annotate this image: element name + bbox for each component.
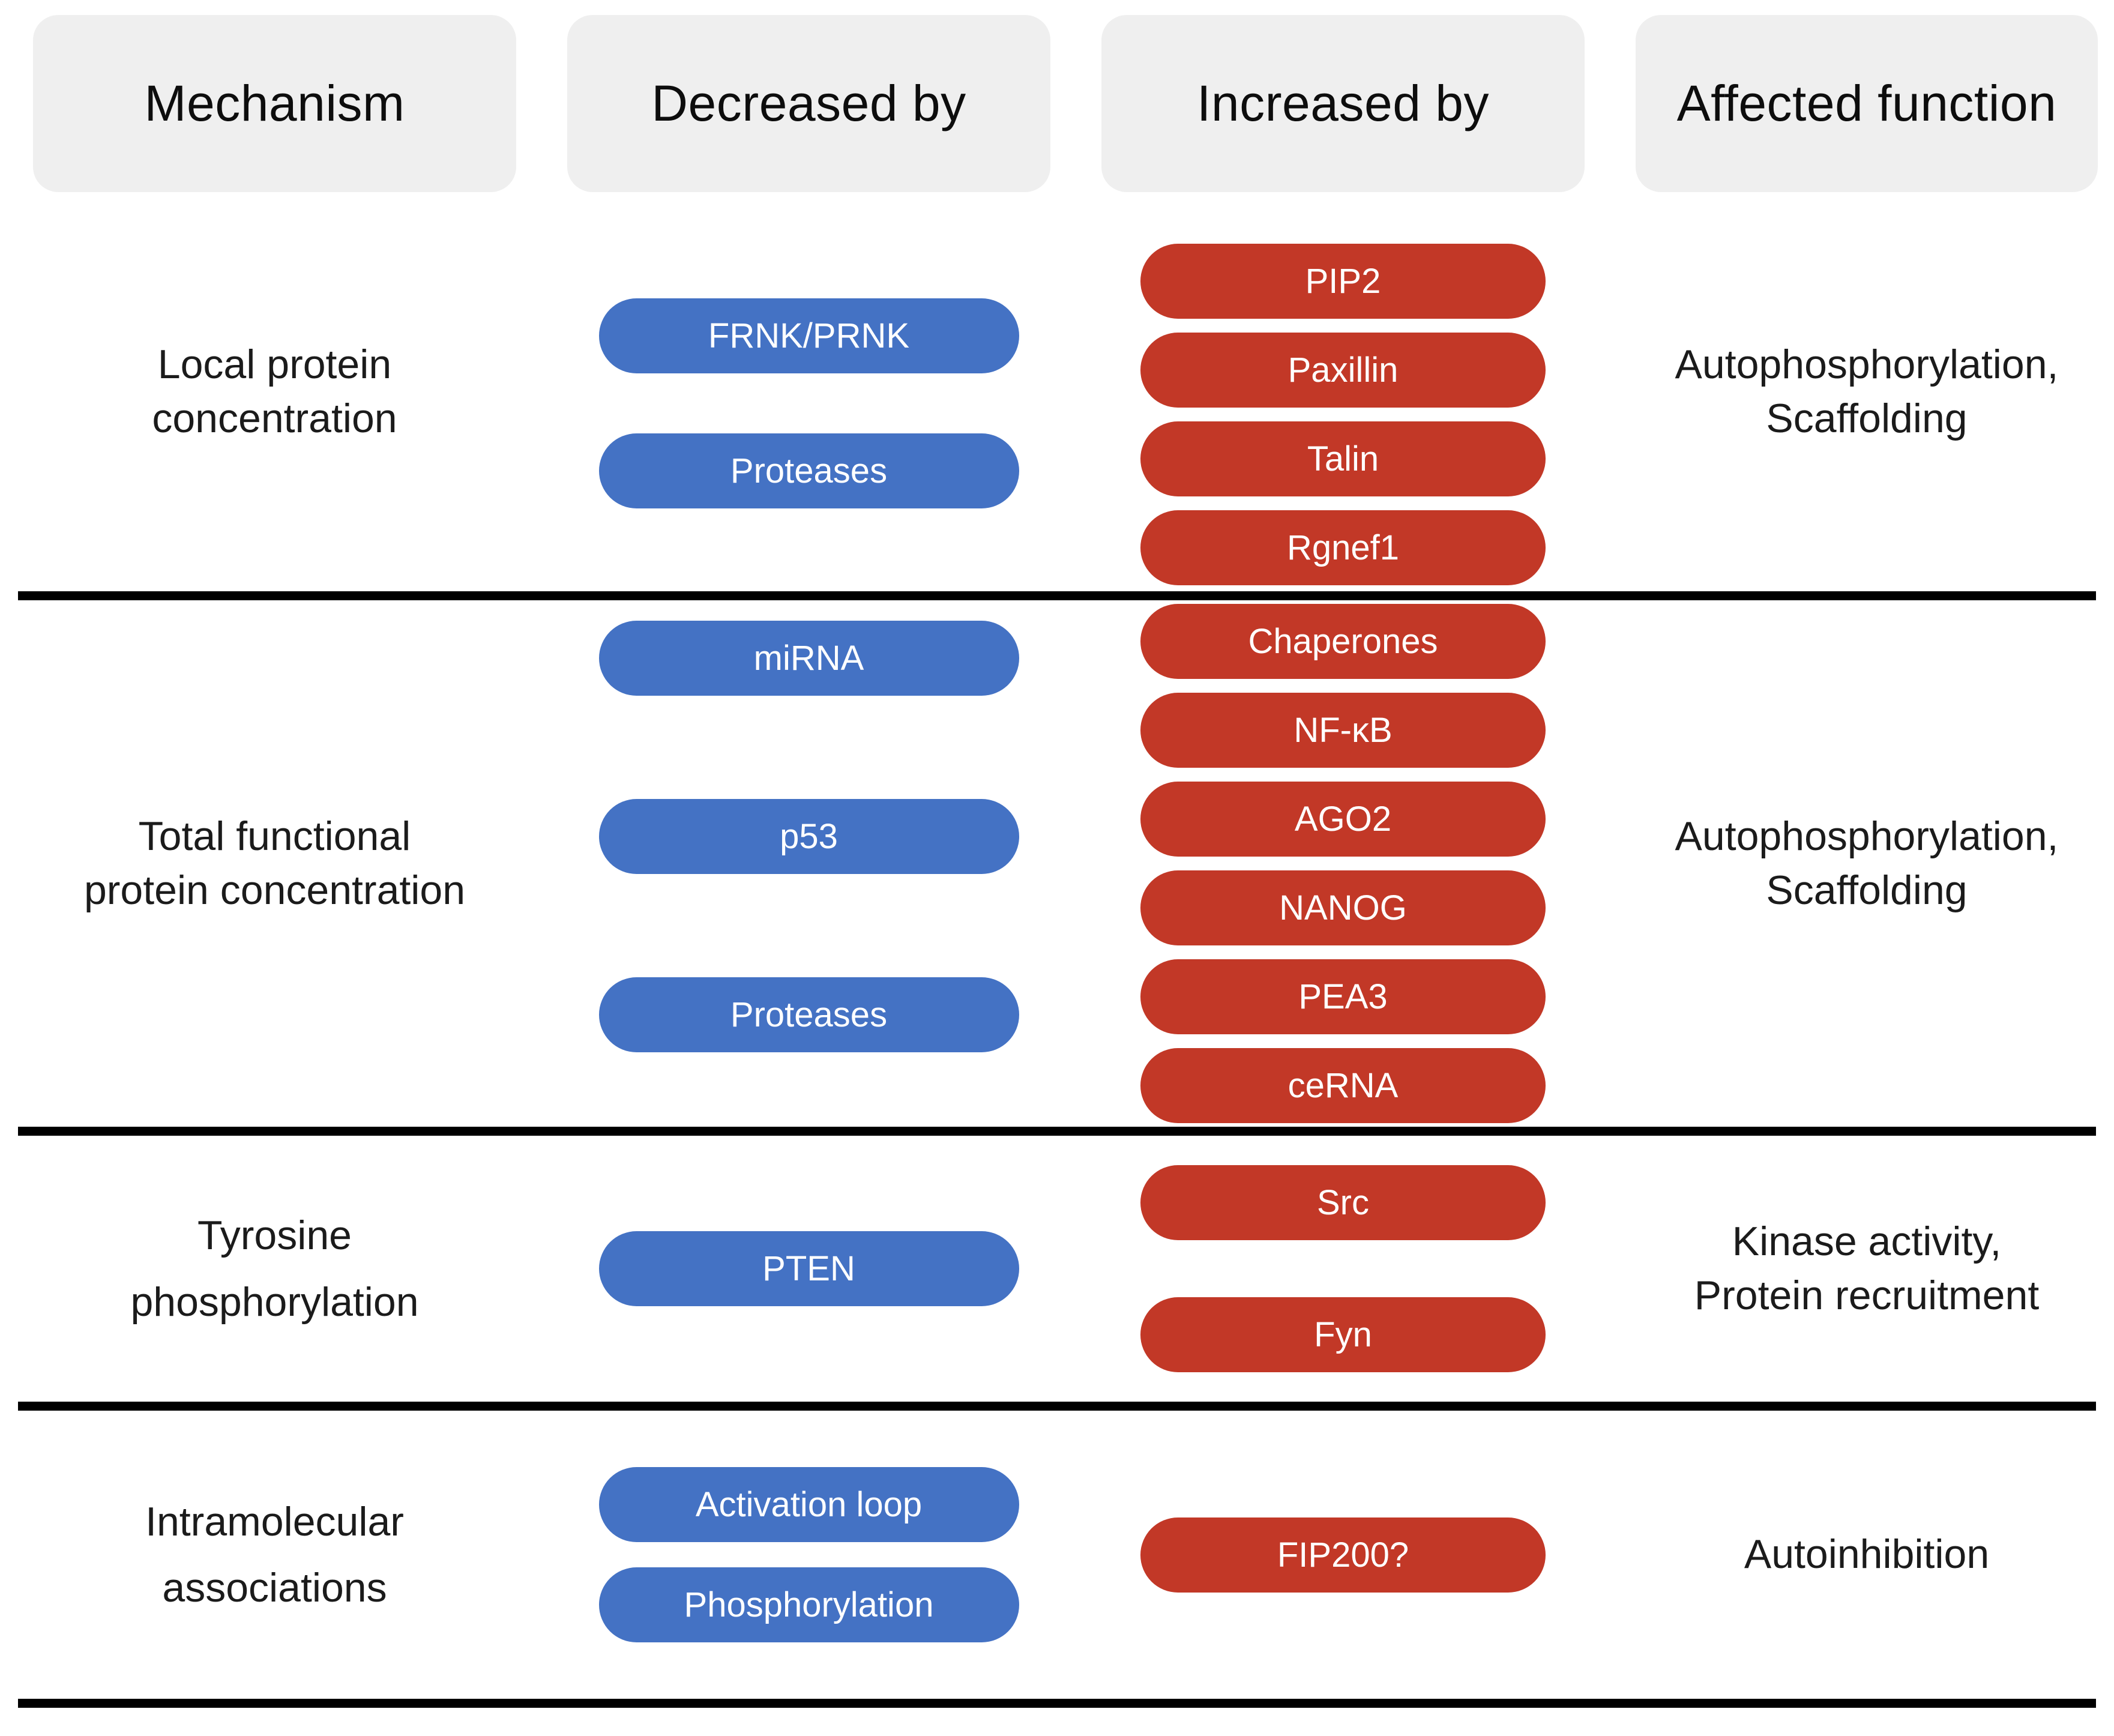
table-row-tyrosine-phosphorylation: Tyrosine phosphorylation PTEN Src Fyn Ki… (0, 1136, 2114, 1402)
affected-function-label: Kinase activity, Protein recruitment (1694, 1215, 2039, 1323)
header-mechanism: Mechanism (33, 15, 516, 192)
increased-by-cell: FIP200? (1101, 1411, 1585, 1699)
affected-function-line: Scaffolding (1766, 867, 1968, 913)
mechanism-label: Total functional protein concentration (84, 810, 465, 918)
row-divider (18, 591, 2096, 600)
increased-by-pill: ceRNA (1140, 1048, 1546, 1123)
affected-function-cell: Kinase activity, Protein recruitment (1636, 1136, 2098, 1402)
table-row-local-protein-concentration: Local protein concentration FRNK/PRNK Pr… (0, 192, 2114, 591)
mechanism-label-line: Total functional (138, 813, 411, 859)
increased-by-pill: Rgnef1 (1140, 510, 1546, 585)
increased-by-pill: PEA3 (1140, 959, 1546, 1034)
mechanism-cell: Total functional protein concentration (33, 600, 516, 1127)
header-decreased-by: Decreased by (567, 15, 1050, 192)
row-divider (18, 1699, 2096, 1708)
mechanism-label-line: associations (162, 1565, 387, 1611)
affected-function-line: Scaffolding (1766, 395, 1968, 441)
header-increased-by: Increased by (1101, 15, 1585, 192)
header-affected-function: Affected function (1636, 15, 2098, 192)
affected-function-line: Autophosphorylation, (1675, 341, 2059, 387)
increased-by-pill: FIP200? (1140, 1517, 1546, 1593)
decreased-by-pill: FRNK/PRNK (598, 298, 1019, 373)
row-divider (18, 1402, 2096, 1411)
table-row-intramolecular-associations: Intramolecular associations Activation l… (0, 1411, 2114, 1699)
mechanism-label-line: Intramolecular (145, 1498, 404, 1545)
increased-by-cell: Chaperones NF-κB AGO2 NANOG PEA3 ceRNA (1101, 600, 1585, 1127)
table-row-total-functional-protein-concentration: Total functional protein concentration m… (0, 600, 2114, 1127)
affected-function-cell: Autophosphorylation, Scaffolding (1636, 600, 2098, 1127)
mechanism-cell: Tyrosine phosphorylation (33, 1136, 516, 1402)
affected-function-line: Kinase activity, (1732, 1218, 2002, 1264)
increased-by-pill: NANOG (1140, 870, 1546, 945)
decreased-by-cell: PTEN (567, 1136, 1050, 1402)
decreased-by-cell: miRNA p53 Proteases (567, 600, 1050, 1127)
mechanism-label: Intramolecular associations (145, 1489, 404, 1621)
mechanism-label: Tyrosine phosphorylation (130, 1202, 418, 1334)
table-header-row: Mechanism Decreased by Increased by Affe… (0, 15, 2114, 192)
decreased-by-cell: Activation loop Phosphorylation (567, 1411, 1050, 1699)
affected-function-label: Autoinhibition (1744, 1528, 1989, 1582)
decreased-by-pill: Proteases (598, 433, 1019, 508)
increased-by-pill: Talin (1140, 421, 1546, 496)
increased-by-cell: Src Fyn (1101, 1136, 1585, 1402)
decreased-by-pill: PTEN (598, 1231, 1019, 1306)
decreased-by-pill: p53 (598, 799, 1019, 874)
mechanism-label-line: Local protein (157, 341, 392, 387)
affected-function-cell: Autoinhibition (1636, 1411, 2098, 1699)
decreased-by-pill: Phosphorylation (598, 1567, 1019, 1642)
increased-by-pill: Paxillin (1140, 332, 1546, 408)
affected-function-label: Autophosphorylation, Scaffolding (1675, 338, 2059, 446)
decreased-by-cell: FRNK/PRNK Proteases (567, 192, 1050, 591)
mechanism-cell: Local protein concentration (33, 192, 516, 591)
mechanism-cell: Intramolecular associations (33, 1411, 516, 1699)
increased-by-pill: AGO2 (1140, 782, 1546, 857)
mechanism-label-line: phosphorylation (130, 1279, 419, 1325)
decreased-by-pill: Activation loop (598, 1467, 1019, 1542)
increased-by-cell: PIP2 Paxillin Talin Rgnef1 (1101, 192, 1585, 591)
affected-function-cell: Autophosphorylation, Scaffolding (1636, 192, 2098, 591)
affected-function-line: Protein recruitment (1694, 1272, 2040, 1318)
increased-by-pill: PIP2 (1140, 243, 1546, 319)
increased-by-pill: Src (1140, 1165, 1546, 1240)
increased-by-pill: Fyn (1140, 1297, 1546, 1372)
mechanism-label-line: Tyrosine (197, 1213, 352, 1259)
increased-by-pill: NF-κB (1140, 693, 1546, 768)
decreased-by-pill: miRNA (598, 621, 1019, 696)
row-divider (18, 1127, 2096, 1136)
decreased-by-pill: Proteases (598, 977, 1019, 1052)
mechanism-label-line: protein concentration (83, 867, 466, 913)
affected-function-label: Autophosphorylation, Scaffolding (1675, 810, 2059, 918)
affected-function-line: Autoinhibition (1744, 1531, 1990, 1578)
increased-by-pill: Chaperones (1140, 604, 1546, 679)
mechanism-label-line: concentration (152, 395, 397, 441)
affected-function-line: Autophosphorylation, (1675, 813, 2059, 859)
mechanism-label: Local protein concentration (152, 338, 397, 446)
